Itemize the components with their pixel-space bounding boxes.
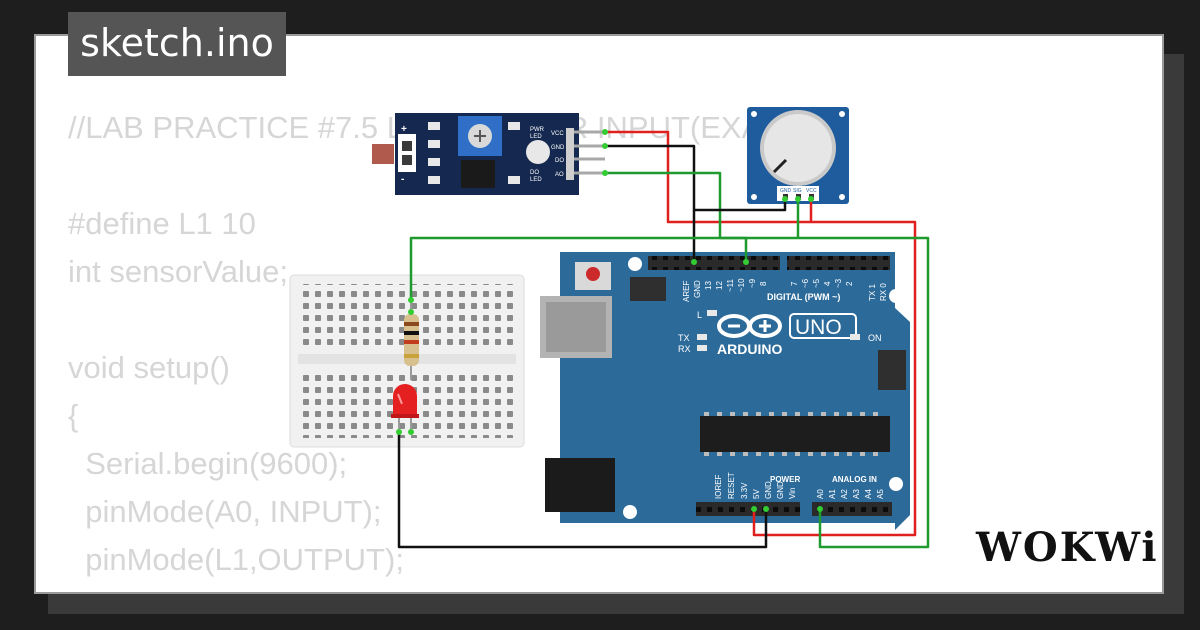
on-led-label: ON <box>868 333 882 343</box>
pwr-led-label-2: LED <box>530 134 542 140</box>
ldr-pin-gnd: GND <box>551 145 565 151</box>
pin-9: ~9 <box>748 278 757 288</box>
pin-rx0: RX 0 <box>879 283 888 301</box>
rx-label: RX <box>678 344 691 354</box>
pin-13: 13 <box>704 281 713 290</box>
code-line: pinMode(L1,OUTPUT); <box>68 542 404 577</box>
pin-3v3: 3.3V <box>740 482 749 499</box>
pin-a2: A2 <box>840 489 849 499</box>
pwr-led-label: PWR <box>530 127 545 133</box>
code-line: pinMode(A0, INPUT); <box>68 494 382 529</box>
potentiometer[interactable]: GND SIG VCC <box>747 107 849 204</box>
wire-green-ldr-ao[interactable] <box>605 171 930 549</box>
wire-red-ldr-vcc[interactable] <box>605 130 917 537</box>
arduino-model: UNO <box>795 316 842 339</box>
pin-11: ~11 <box>726 278 735 292</box>
atmega-chip <box>700 416 890 452</box>
pin-reset: RESET <box>727 472 736 499</box>
pin-a3: A3 <box>852 489 861 499</box>
pin-gnd-2: GND <box>776 481 785 499</box>
pin-a1: A1 <box>828 489 837 499</box>
pin-a0: A0 <box>816 489 825 499</box>
digital-header-right <box>787 256 890 270</box>
analog-label: ANALOG IN <box>832 475 877 484</box>
pin-12: 12 <box>715 281 724 290</box>
tx-label: TX <box>678 333 690 343</box>
arduino-uno-board[interactable]: AREF GND 13 12 ~11 ~10 ~9 8 7 ~6 ~5 4 ~3… <box>540 252 910 530</box>
file-tab[interactable]: sketch.ino <box>68 12 286 76</box>
code-line: Serial.begin(9600); <box>68 446 348 481</box>
wokwi-logo: WOKWi <box>976 524 1159 571</box>
pin-5v: 5V <box>752 489 761 499</box>
digital-label: DIGITAL (PWM ~) <box>767 292 840 302</box>
pin-gnd-1: GND <box>764 481 773 499</box>
pin-5: ~5 <box>812 278 821 288</box>
pot-pin-gnd: GND <box>780 188 792 194</box>
pin-3: ~3 <box>834 278 843 288</box>
wire-black-pot-gnd[interactable] <box>694 199 787 212</box>
arduino-infinity-logo <box>717 314 782 338</box>
ldr-sensor-module[interactable]: + - PWR LED DO LED VCC GND DO AO <box>372 113 605 195</box>
power-label: POWER <box>770 475 800 484</box>
arduino-brand: ARDUINO <box>717 341 782 357</box>
ldr-pin-do: DO <box>555 158 564 164</box>
pin-2: 2 <box>845 281 854 286</box>
potentiometer-knob-indicator[interactable] <box>772 158 788 174</box>
pin-10: ~10 <box>737 278 746 292</box>
pin-aref: AREF <box>682 281 691 302</box>
wire-black-led-gnd[interactable] <box>397 432 768 549</box>
power-header <box>696 502 800 516</box>
digital-header-left <box>648 256 780 270</box>
do-led-label: DO <box>530 170 539 176</box>
pin-gnd-top: GND <box>693 280 702 298</box>
wire-black-ldr-gnd[interactable] <box>605 144 696 262</box>
pin-tx1: TX 1 <box>868 284 877 301</box>
pin-a4: A4 <box>864 489 873 499</box>
pin-a5: A5 <box>876 489 885 499</box>
power-jack <box>545 458 615 512</box>
ldr-pin-vcc: VCC <box>551 131 564 137</box>
do-led-label-2: LED <box>530 177 542 183</box>
code-line: int sensorValue; <box>68 254 288 289</box>
pin-8: 8 <box>759 281 768 286</box>
ldr-minus-label: - <box>401 174 404 185</box>
code-line: } <box>68 590 78 592</box>
code-line: { <box>68 398 79 433</box>
red-led[interactable] <box>391 384 419 432</box>
pin-ioref: IOREF <box>714 474 723 499</box>
pin-4: 4 <box>823 281 832 286</box>
code-line: void setup() <box>68 350 230 385</box>
pin-6: ~6 <box>801 278 810 288</box>
code-line: #define L1 10 <box>68 206 256 241</box>
l-led-label: L <box>697 310 702 320</box>
analog-header <box>812 502 892 516</box>
pot-pin-vcc: VCC <box>806 188 817 194</box>
pin-7: 7 <box>790 281 799 286</box>
pot-pin-sig: SIG <box>793 188 802 194</box>
pin-vin: Vin <box>788 488 797 499</box>
wire-green-pin10-resistor[interactable] <box>409 236 748 300</box>
ldr-pin-ao: AO <box>555 172 564 178</box>
ldr-plus-label: + <box>401 124 407 135</box>
